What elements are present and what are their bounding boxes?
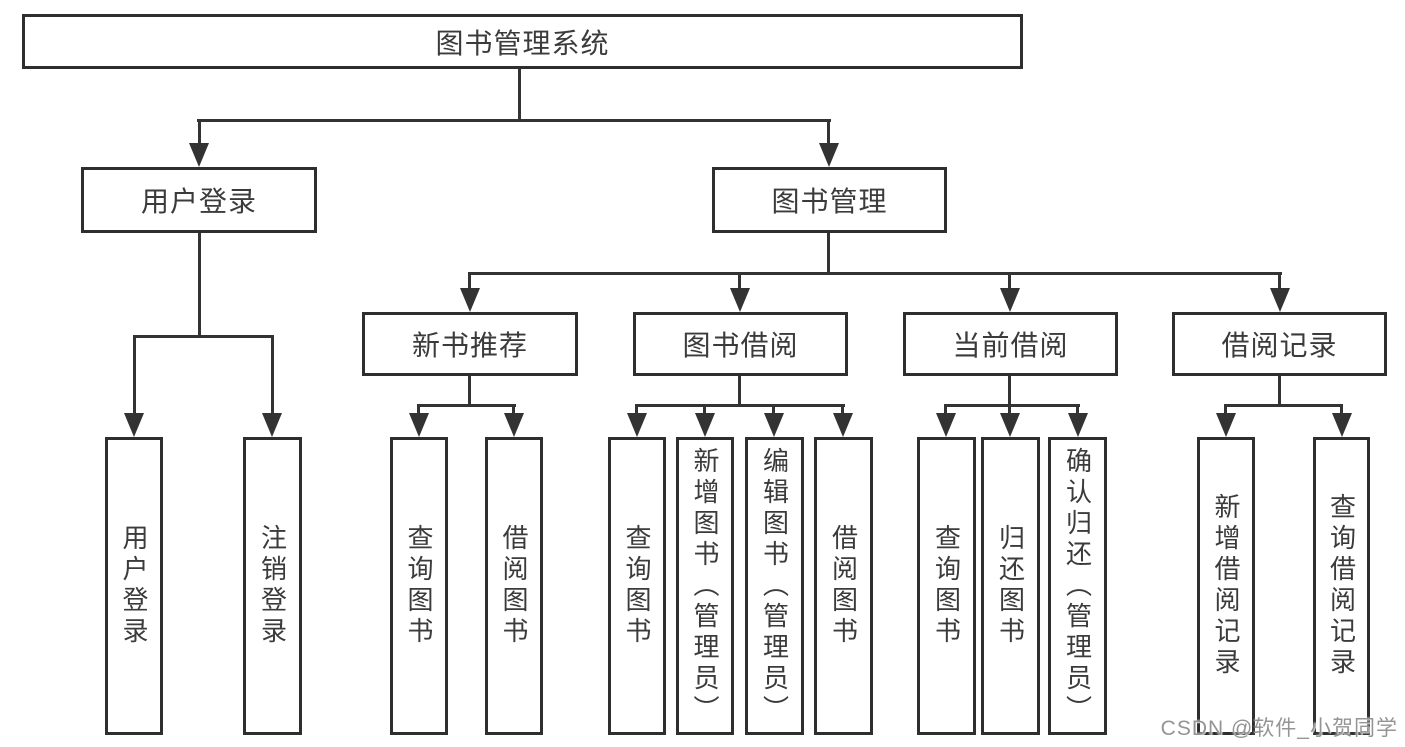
- node-library-system: 图书管理系统: [22, 14, 1023, 69]
- connector-line: [944, 404, 1080, 407]
- leaf-query-books-2: 查询图书: [608, 437, 666, 735]
- node-new-book-recommend: 新书推荐: [362, 312, 578, 376]
- leaf-edit-book-admin: 编辑图书（管理员）: [745, 437, 804, 735]
- node-borrow-records-label: 借阅记录: [1221, 330, 1338, 361]
- leaf-return-book-label: 归还图书: [995, 524, 1026, 648]
- leaf-borrow-books-2: 借阅图书: [814, 437, 873, 735]
- connector-line: [512, 404, 515, 416]
- arrowhead-down-icon: [124, 413, 144, 437]
- leaf-borrow-books-1-label: 借阅图书: [499, 524, 529, 648]
- connector-line: [198, 119, 201, 147]
- node-book-management: 图书管理: [712, 167, 947, 233]
- leaf-logout-login-label: 注销登录: [257, 524, 288, 648]
- leaf-borrow-books-1: 借阅图书: [485, 437, 543, 735]
- leaf-query-books-2-label: 查询图书: [622, 524, 652, 648]
- node-borrow-records: 借阅记录: [1172, 312, 1387, 376]
- arrowhead-down-icon: [460, 288, 480, 312]
- connector-line: [518, 68, 521, 121]
- leaf-confirm-return-admin: 确认归还（管理员）: [1048, 437, 1107, 735]
- node-book-management-label: 图书管理: [771, 186, 888, 217]
- node-user-login-label: 用户登录: [140, 186, 257, 217]
- arrowhead-down-icon: [695, 413, 715, 437]
- arrowhead-down-icon: [833, 413, 853, 437]
- connector-line: [1008, 272, 1011, 291]
- node-book-borrow: 图书借阅: [633, 312, 848, 376]
- arrowhead-down-icon: [1000, 288, 1020, 312]
- connector-line: [1076, 404, 1079, 416]
- arrowhead-down-icon: [1270, 288, 1290, 312]
- connector-line: [417, 404, 420, 416]
- connector-line: [468, 272, 1282, 275]
- connector-line: [1278, 376, 1281, 407]
- leaf-return-book: 归还图书: [981, 437, 1040, 735]
- connector-line: [417, 404, 516, 407]
- leaf-query-borrow-record-label: 查询借阅记录: [1326, 493, 1357, 679]
- connector-line: [944, 404, 947, 416]
- arrowhead-down-icon: [1068, 413, 1088, 437]
- connector-line: [271, 335, 274, 414]
- connector-line: [827, 233, 830, 275]
- connector-line: [772, 404, 775, 416]
- arrowhead-down-icon: [1216, 413, 1236, 437]
- node-user-login: 用户登录: [81, 167, 317, 233]
- connector-line: [468, 272, 471, 291]
- connector-line: [738, 272, 741, 291]
- leaf-user-login: 用户登录: [105, 437, 163, 735]
- connector-line: [635, 404, 638, 416]
- arrowhead-down-icon: [504, 413, 524, 437]
- node-current-borrow: 当前借阅: [903, 312, 1118, 376]
- connector-line: [635, 404, 845, 407]
- leaf-query-books-3-label: 查询图书: [931, 524, 962, 648]
- leaf-query-books-1: 查询图书: [390, 437, 448, 735]
- node-book-borrow-label: 图书借阅: [682, 330, 799, 361]
- leaf-add-borrow-record-label: 新增借阅记录: [1211, 493, 1241, 679]
- arrowhead-down-icon: [819, 143, 839, 167]
- arrowhead-down-icon: [409, 413, 429, 437]
- connector-line: [1224, 404, 1343, 407]
- leaf-add-book-admin: 新增图书（管理员）: [676, 437, 734, 735]
- arrowhead-down-icon: [262, 413, 282, 437]
- connector-line: [738, 376, 741, 407]
- connector-line: [133, 335, 274, 338]
- connector-line: [827, 119, 830, 147]
- arrowhead-down-icon: [764, 413, 784, 437]
- connector-line: [468, 376, 471, 407]
- arrowhead-down-icon: [936, 413, 956, 437]
- node-current-borrow-label: 当前借阅: [952, 330, 1069, 361]
- connector-line: [133, 335, 136, 414]
- node-library-system-label: 图书管理系统: [435, 27, 610, 59]
- arrowhead-down-icon: [189, 143, 209, 167]
- leaf-add-borrow-record: 新增借阅记录: [1197, 437, 1255, 735]
- arrowhead-down-icon: [627, 413, 647, 437]
- arrowhead-down-icon: [1332, 413, 1352, 437]
- leaf-query-borrow-record: 查询借阅记录: [1313, 437, 1370, 735]
- connector-line: [703, 404, 706, 416]
- connector-line: [197, 119, 831, 122]
- connector-line: [841, 404, 844, 416]
- leaf-query-books-3: 查询图书: [917, 437, 976, 735]
- leaf-borrow-books-2-label: 借阅图书: [828, 524, 859, 648]
- leaf-confirm-return-admin-label: 确认归还（管理员）: [1062, 446, 1093, 726]
- connector-line: [1008, 376, 1011, 407]
- leaf-query-books-1-label: 查询图书: [404, 524, 434, 648]
- watermark: CSDN @软件_小贺同学: [1160, 717, 1398, 740]
- connector-line: [1278, 272, 1281, 291]
- connector-line: [198, 233, 201, 338]
- connector-line: [1224, 404, 1227, 416]
- leaf-add-book-admin-label: 新增图书（管理员）: [690, 446, 720, 726]
- node-new-book-recommend-label: 新书推荐: [411, 330, 528, 361]
- arrowhead-down-icon: [1000, 413, 1020, 437]
- connector-line: [1340, 404, 1343, 416]
- leaf-edit-book-admin-label: 编辑图书（管理员）: [759, 446, 790, 726]
- connector-line: [1008, 404, 1011, 416]
- leaf-logout-login: 注销登录: [243, 437, 302, 735]
- arrowhead-down-icon: [730, 288, 750, 312]
- leaf-user-login-label: 用户登录: [119, 524, 149, 648]
